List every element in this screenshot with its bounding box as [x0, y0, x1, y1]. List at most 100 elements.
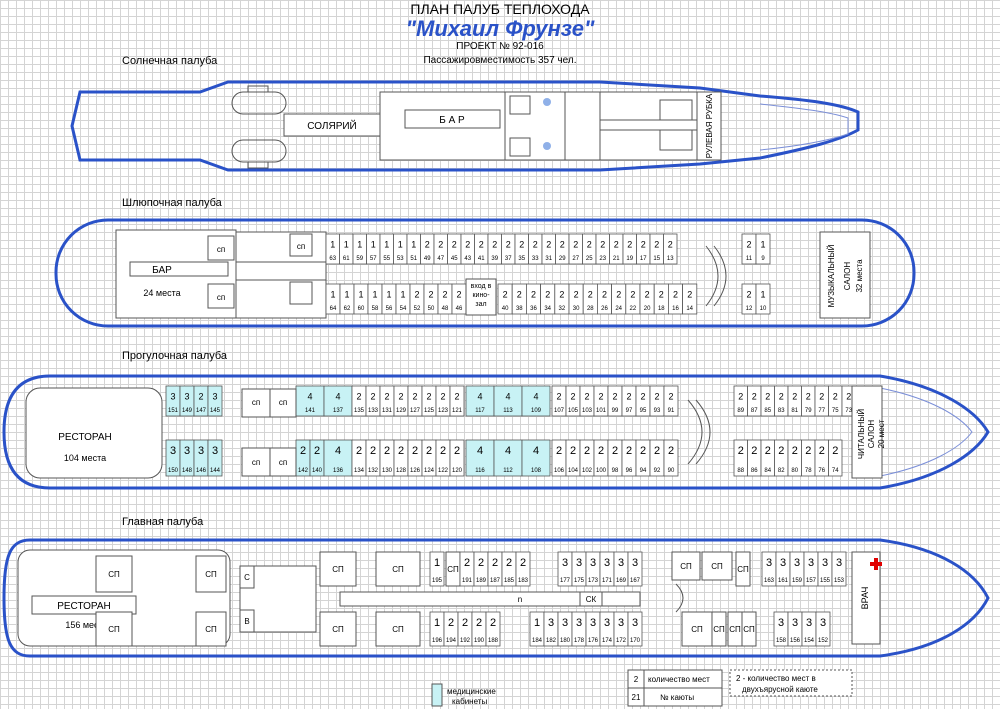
- cabin-number: 169: [616, 578, 627, 584]
- cabin-capacity: 1: [386, 290, 391, 300]
- cabin-number: 174: [602, 638, 613, 644]
- solarium-label: СОЛЯРИЙ: [307, 119, 357, 132]
- main-sp-17: СП: [445, 551, 461, 587]
- promenade-restaurant-seats: 104 места: [64, 453, 106, 463]
- cabin-number: 35: [518, 256, 525, 262]
- cabin-capacity: 4: [307, 392, 312, 402]
- promenade-cabin-97: 297: [621, 385, 637, 417]
- cabin-number: 149: [182, 408, 193, 414]
- cabin-capacity: 4: [335, 392, 340, 402]
- cabin-capacity: 4: [505, 445, 511, 457]
- sun-bar-label: Б А Р: [439, 115, 465, 126]
- cabin-number: 132: [368, 468, 379, 474]
- boat-bar-label: БАР: [152, 265, 172, 276]
- cabin-number: 156: [790, 638, 801, 644]
- boat-sp-1: сп: [217, 245, 225, 254]
- cabin-capacity: 2: [570, 392, 575, 402]
- cabin-capacity: 2: [765, 445, 771, 457]
- promenade-cabin-96: 2 96: [621, 439, 637, 477]
- cabin-capacity: 1: [330, 240, 335, 250]
- cabin-capacity: 3: [170, 445, 176, 457]
- svg-text:СП: СП: [447, 565, 459, 574]
- cabin-number: 163: [764, 578, 775, 584]
- cabin-number: 170: [630, 638, 641, 644]
- cabin-number: 126: [410, 468, 421, 474]
- boat-cabin-24: 224: [611, 283, 627, 315]
- promenade-cabin-92: 292: [649, 439, 665, 477]
- cabin-capacity: 2: [805, 445, 811, 457]
- cabin-capacity: 3: [618, 617, 624, 629]
- boat-cabin-39: 239: [487, 233, 502, 265]
- promenade-cabin-80: 280: [787, 439, 802, 477]
- boat-cabin-36: 236: [526, 283, 542, 315]
- cabin-capacity: 2: [598, 392, 603, 402]
- boat-cabin-14: 214: [682, 283, 698, 315]
- cabin-capacity: 2: [454, 445, 460, 457]
- cabin-capacity: 2: [314, 445, 320, 457]
- cabin-capacity: 1: [344, 290, 349, 300]
- cabin-number: 96: [626, 468, 633, 474]
- cabin-capacity: 2: [765, 392, 770, 402]
- cabin-capacity: 1: [372, 290, 377, 300]
- main-room-n: n: [518, 595, 522, 604]
- music-salon-line3: 32 места: [855, 259, 864, 293]
- boat-bar-seats: 24 места: [143, 288, 180, 298]
- promenade-sp-4: сп: [279, 458, 287, 467]
- cabin-number: 82: [778, 468, 785, 474]
- cabin-capacity: 1: [398, 240, 403, 250]
- cabin-capacity: 2: [531, 290, 536, 300]
- cabin-number: 116: [475, 468, 485, 474]
- cabin-number: 188: [488, 638, 499, 644]
- cabin-capacity: 2: [556, 445, 562, 457]
- cabin-number: 83: [778, 408, 785, 414]
- cabin-number: 17: [640, 256, 647, 262]
- cabin-capacity: 2: [425, 240, 430, 250]
- cabin-capacity: 2: [626, 445, 632, 457]
- cabin-capacity: 2: [490, 617, 496, 629]
- cabin-number: 194: [446, 638, 457, 644]
- cabin-number: 27: [572, 256, 579, 262]
- cabin-number: 103: [582, 408, 593, 414]
- main-sp-16: СП: [735, 551, 751, 587]
- cabin-number: 172: [616, 638, 627, 644]
- washbasin-icon: [543, 98, 551, 106]
- cabin-number: 15: [653, 256, 660, 262]
- cabin-number: 124: [424, 468, 435, 474]
- cabin-number: 24: [615, 306, 622, 312]
- boat-cabin-33: 233: [528, 233, 543, 265]
- cinema-entrance-line1: вход в: [471, 283, 492, 290]
- cabin-number: 191: [462, 578, 473, 584]
- cabin-number: 74: [832, 468, 839, 474]
- cabin-capacity: 1: [358, 290, 363, 300]
- legend-medical-line2: кабинеты: [452, 697, 487, 706]
- boat-cabin-9: 19: [755, 233, 771, 265]
- boat-cabin-18: 218: [653, 283, 669, 315]
- cabin-capacity: 3: [778, 617, 784, 629]
- cabin-number: 49: [424, 256, 431, 262]
- cabin-capacity: 2: [452, 240, 457, 250]
- cabin-capacity: 2: [588, 290, 593, 300]
- cabin-number: 94: [640, 468, 647, 474]
- legend-medical-swatch: [431, 683, 443, 707]
- cabin-capacity: 1: [384, 240, 389, 250]
- main-cabin-172: 3 172: [613, 611, 629, 647]
- promenade-cabin-84: 284: [760, 439, 775, 477]
- legend-cabin-num: 21: [632, 693, 641, 702]
- cabin-capacity: 2: [503, 290, 508, 300]
- cabin-number: 133: [368, 408, 379, 414]
- legend-bunk-line2: двухъярусной каюте: [742, 685, 818, 694]
- cabin-number: 45: [451, 256, 458, 262]
- boat-cabin-41: 241: [474, 233, 489, 265]
- cabin-number: 171: [602, 578, 613, 584]
- boat-cabin-22: 222: [625, 283, 641, 315]
- cabin-number: 122: [438, 468, 449, 474]
